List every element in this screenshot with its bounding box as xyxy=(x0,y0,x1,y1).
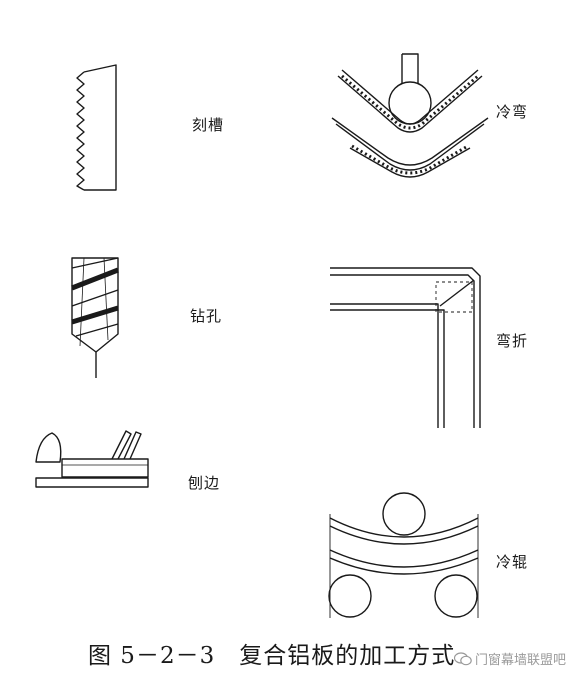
label-drill: 钻孔 xyxy=(190,307,223,325)
cold-roll-illustration xyxy=(328,492,479,618)
label-cold-bend: 冷弯 xyxy=(496,103,529,121)
drill-bit-illustration xyxy=(71,257,119,378)
groove-illustration xyxy=(76,64,117,191)
fold-illustration xyxy=(330,267,481,428)
planer-illustration xyxy=(35,430,149,488)
figure-title: 复合铝板的加工方式 xyxy=(239,643,456,669)
figure-number: 图 5－2－3 xyxy=(88,643,216,669)
label-plane: 刨边 xyxy=(188,474,221,492)
label-fold: 弯折 xyxy=(496,332,529,350)
label-groove: 刻槽 xyxy=(192,116,225,134)
figure-caption: 图 5－2－3 复合铝板的加工方式 xyxy=(88,636,455,670)
watermark: 门窗幕墙联盟吧 xyxy=(453,649,566,668)
cold-bend-illustration xyxy=(331,53,489,178)
label-cold-roll: 冷辊 xyxy=(496,553,529,571)
watermark-text: 门窗幕墙联盟吧 xyxy=(474,653,566,668)
chat-bubble-icon xyxy=(453,652,472,666)
